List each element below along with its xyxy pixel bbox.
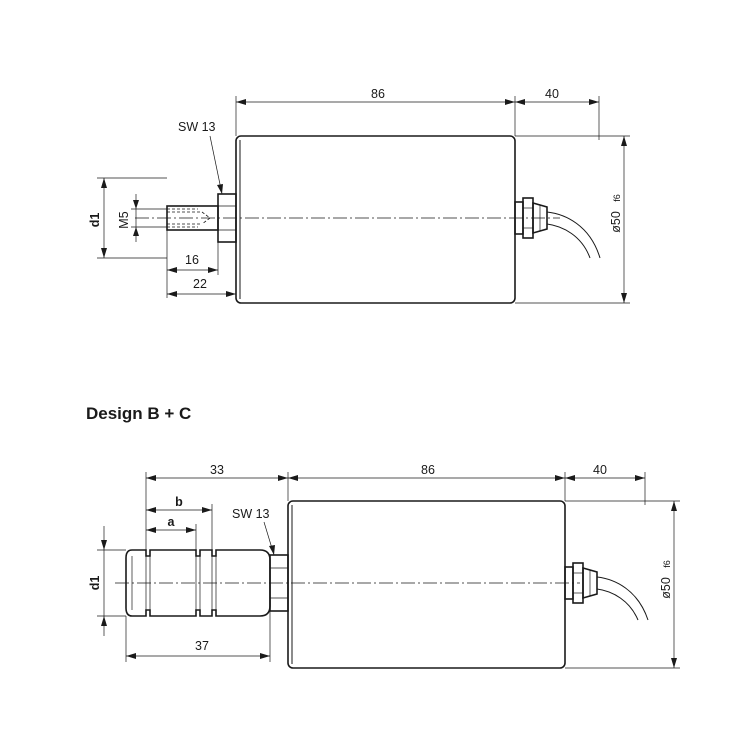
drawing-design-b: 33 86 40 b a SW 13: [88, 463, 680, 669]
cable-b: [596, 576, 649, 621]
wrench-label-b: SW 13: [232, 507, 270, 521]
dim-33-b: 33: [210, 463, 224, 477]
dim-86-a: 86: [371, 87, 385, 101]
dim-diameter-tol-a: f6: [612, 194, 622, 202]
cable-gland-b: [564, 562, 598, 604]
thread-label-a: M5: [117, 211, 131, 228]
sensor-body-a: [235, 135, 516, 304]
dim-40-a: 40: [545, 87, 559, 101]
dim-37-b: 37: [195, 639, 209, 653]
rod-end-b: [125, 549, 271, 617]
section-heading: Design B + C: [86, 404, 191, 423]
cable-gland-a: [514, 197, 548, 239]
dim-diameter-b: ø50: [659, 577, 673, 599]
drawing-design-a: 86 40 ø50 f6 SW 13 d1: [88, 87, 630, 304]
dim-a-b: a: [168, 515, 176, 529]
dim-22-a: 22: [193, 277, 207, 291]
dim-40-b: 40: [593, 463, 607, 477]
dim-16-a: 16: [185, 253, 199, 267]
dim-86-b: 86: [421, 463, 435, 477]
wrench-label-a: SW 13: [178, 120, 216, 134]
dim-diameter-a: ø50: [609, 211, 623, 233]
sensor-body-b: [287, 500, 566, 669]
d1-label-a: d1: [88, 213, 102, 228]
dim-b-b: b: [175, 495, 183, 509]
d1-label-b: d1: [88, 576, 102, 591]
dim-diameter-tol-b: f6: [662, 560, 672, 568]
cable-a: [546, 211, 601, 259]
